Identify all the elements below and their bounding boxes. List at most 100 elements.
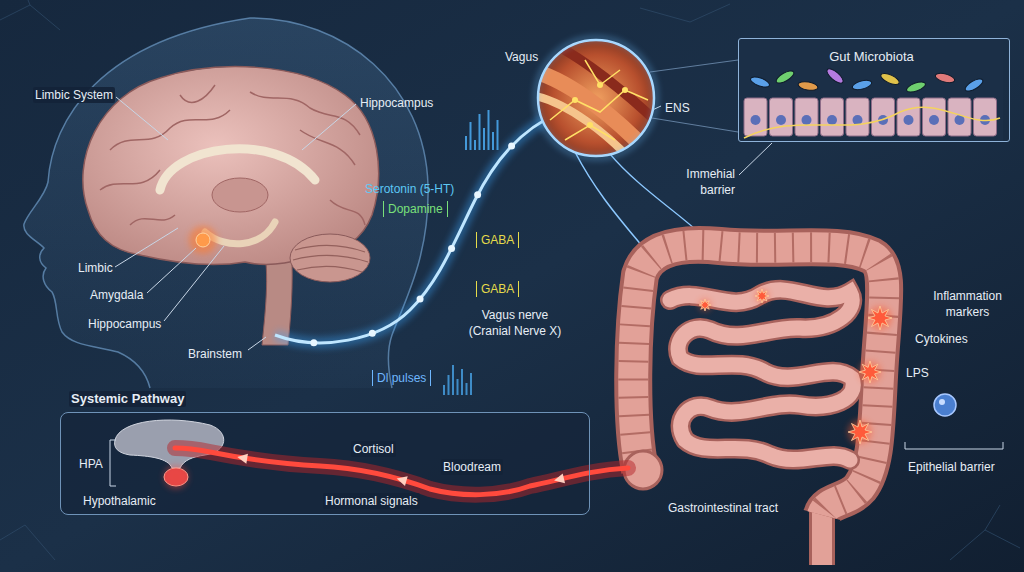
signal-bar	[466, 383, 468, 395]
inflammation-markers	[699, 289, 892, 444]
nerve-impulse	[369, 330, 376, 337]
colon	[633, 245, 884, 515]
epithelial-cell	[795, 98, 818, 136]
nerve-label: Vagus nerve (Cranial Nerve X)	[461, 307, 569, 339]
panel-heading: Systemic Pathway	[69, 391, 186, 407]
gyrus	[330, 200, 365, 225]
region-label: Limbic System	[33, 87, 115, 103]
bacterium	[749, 75, 771, 89]
region-label: Hippocampus	[88, 316, 161, 332]
amygdala-shape	[196, 233, 210, 247]
bacterium	[934, 72, 955, 85]
bloodstream-glow	[175, 448, 628, 495]
region-label: Amygdala	[90, 287, 143, 303]
region-label: Limbic	[78, 260, 113, 276]
cell-nucleus	[751, 115, 761, 125]
signal-bar	[465, 136, 467, 150]
gyrus	[130, 215, 175, 225]
signal-bar	[492, 132, 494, 150]
epithelial-cell	[846, 98, 869, 136]
part-label: LPS	[906, 365, 929, 381]
part-label: HPA	[79, 456, 103, 472]
cell-nucleus	[776, 115, 786, 125]
cell-nucleus	[827, 115, 837, 125]
signal-label: GABA	[476, 232, 519, 248]
nerve-impulse	[448, 245, 455, 252]
epithelial-cell	[923, 98, 946, 136]
cerebellum-folds	[293, 245, 368, 272]
small-intestine-outline	[670, 290, 853, 460]
leader-line	[739, 143, 772, 175]
signal-bar	[479, 114, 481, 150]
gyrus	[110, 110, 230, 150]
leader-line	[115, 228, 178, 267]
signal-bar	[470, 373, 472, 395]
epithelial-cell	[821, 98, 844, 136]
signal-bar	[483, 128, 485, 150]
nerve-impulse	[310, 339, 317, 346]
inset-ground	[738, 38, 1003, 142]
part-label: Inflammation markers	[925, 288, 1010, 320]
bacterium	[879, 71, 901, 87]
signal-bar	[443, 385, 445, 395]
leader-lines	[115, 97, 772, 350]
zoom-line	[650, 60, 738, 132]
inflammation-burst	[859, 361, 881, 383]
inflammation-glow	[699, 299, 711, 311]
part-label: Immehial barrier	[675, 166, 735, 198]
network-line	[0, 0, 60, 30]
signal-bar	[497, 120, 499, 150]
tissue-layer	[530, 70, 660, 165]
pituitary-glow	[164, 465, 188, 489]
network-line	[0, 525, 55, 560]
signal-label: Dl pulses	[372, 370, 431, 386]
intestine	[624, 245, 884, 565]
bacterium	[963, 77, 984, 94]
ens-view	[530, 38, 665, 170]
region-label: ENS	[665, 100, 690, 116]
signal-bar	[452, 365, 454, 395]
leader-line	[302, 104, 356, 150]
signal-label: GABA	[476, 281, 519, 297]
gyrus	[180, 85, 215, 102]
neuron	[597, 82, 603, 88]
small-intestine	[670, 290, 853, 460]
bacterium	[825, 67, 845, 86]
signal-label: Dopamine	[383, 201, 448, 217]
neuron-net	[550, 60, 648, 140]
neuron	[572, 97, 578, 103]
epithelial-cell	[897, 98, 920, 136]
panel-heading: Gut Microbiota	[739, 49, 1004, 65]
fold	[295, 245, 365, 252]
epithelial-cell	[974, 98, 997, 136]
inflammation-burst	[699, 299, 711, 311]
immune-cell	[934, 394, 956, 416]
cell-nucleus	[929, 115, 939, 125]
signal-bar	[457, 379, 459, 395]
bacterium	[851, 79, 872, 92]
fold	[297, 266, 362, 272]
inflammation-glow	[859, 361, 881, 383]
colon-folds	[633, 245, 884, 515]
nerve-impulse	[474, 191, 481, 198]
network-line	[640, 4, 730, 22]
bracket	[110, 440, 116, 486]
cell-nucleus	[904, 115, 914, 125]
gyrus	[100, 170, 160, 190]
flow-arrows	[236, 452, 565, 486]
inflammation-burst	[868, 306, 892, 330]
network-lines	[0, 0, 1020, 560]
cell-nucleus	[802, 115, 812, 125]
neuron	[587, 122, 593, 128]
colon-outline	[633, 245, 884, 515]
signal-label: Cortisol	[351, 441, 396, 457]
epithelial-cell	[770, 98, 793, 136]
region-label: Brainstem	[188, 346, 242, 362]
region-label: Hippocampus	[360, 95, 433, 111]
signal-bars	[310, 110, 515, 395]
nerve-impulse	[508, 143, 515, 150]
microbiota-scene	[744, 67, 997, 136]
fold	[293, 255, 368, 262]
signal-label: Hormonal signals	[323, 493, 420, 509]
